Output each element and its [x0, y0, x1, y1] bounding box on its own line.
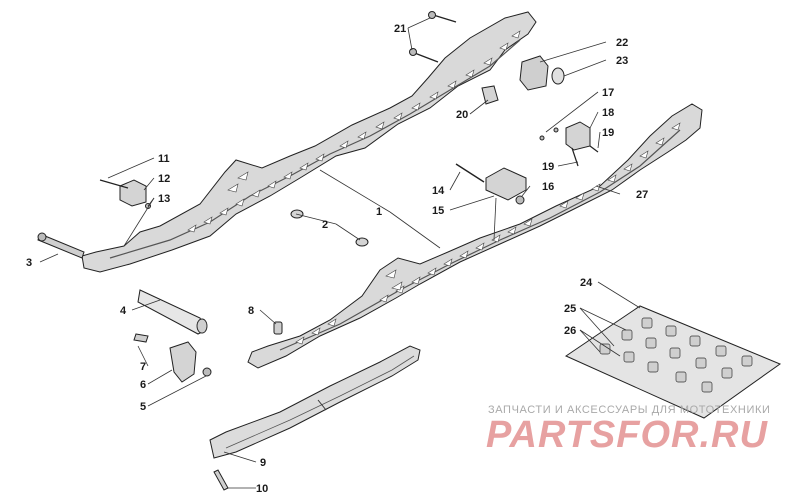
- callout-12: 12: [158, 173, 170, 185]
- callout-14: 14: [432, 185, 445, 197]
- callout-5: 5: [140, 401, 146, 413]
- callout-27: 27: [636, 189, 648, 201]
- callout-20: 20: [456, 109, 468, 121]
- bushing-8: [273, 321, 283, 335]
- callout-4: 4: [120, 305, 127, 317]
- callout-21: 21: [394, 23, 406, 35]
- watermark-tagline: ЗАПЧАСТИ И АКСЕССУАРЫ ДЛЯ МОТОТЕХНИКИ: [488, 404, 771, 416]
- callout-25: 25: [564, 303, 576, 315]
- callout-9: 9: [260, 457, 266, 469]
- callout-19-upper: 19: [602, 127, 614, 139]
- callout-labels: 1 2 3 4 5 6 7 8 9 10 11 12 13 14 15 16 1…: [26, 23, 648, 495]
- upper-rail: [81, 11, 537, 273]
- callout-17: 17: [602, 87, 614, 99]
- leader-lines: [39, 17, 641, 489]
- callout-18: 18: [602, 107, 614, 119]
- rear-axle: [137, 289, 208, 335]
- callout-16: 16: [542, 181, 554, 193]
- callout-26: 26: [564, 325, 576, 337]
- callout-8: 8: [248, 305, 254, 317]
- callout-11: 11: [158, 153, 170, 165]
- wheel-22: [519, 55, 549, 91]
- spacer-2b: [355, 237, 369, 247]
- callout-10: 10: [256, 483, 268, 495]
- callout-3: 3: [26, 257, 32, 269]
- lower-rail: [247, 103, 703, 369]
- pin-7: [133, 333, 149, 343]
- callout-13: 13: [158, 193, 170, 205]
- nut-5: [202, 367, 212, 377]
- wear-strip: [209, 345, 421, 459]
- hardware: [37, 11, 599, 491]
- washer-23: [551, 67, 565, 85]
- block-18: [565, 121, 591, 151]
- callout-7: 7: [140, 361, 146, 373]
- bolt-3: [37, 232, 85, 259]
- callout-1: 1: [376, 206, 382, 218]
- bumper-20: [481, 85, 499, 105]
- callout-15: 15: [432, 205, 444, 217]
- callout-6: 6: [140, 379, 146, 391]
- callout-19-lower: 19: [542, 161, 554, 173]
- screw-10: [213, 469, 229, 491]
- block-12: [119, 179, 147, 207]
- callout-23: 23: [616, 55, 628, 67]
- watermark-logo: PARTSFOR.RU: [486, 414, 768, 456]
- bearing-6: [169, 341, 197, 383]
- bracket-15: [485, 167, 527, 201]
- track-clip-panel: [564, 305, 782, 419]
- callout-22: 22: [616, 37, 628, 49]
- callout-24: 24: [580, 277, 593, 289]
- callout-2: 2: [322, 219, 328, 231]
